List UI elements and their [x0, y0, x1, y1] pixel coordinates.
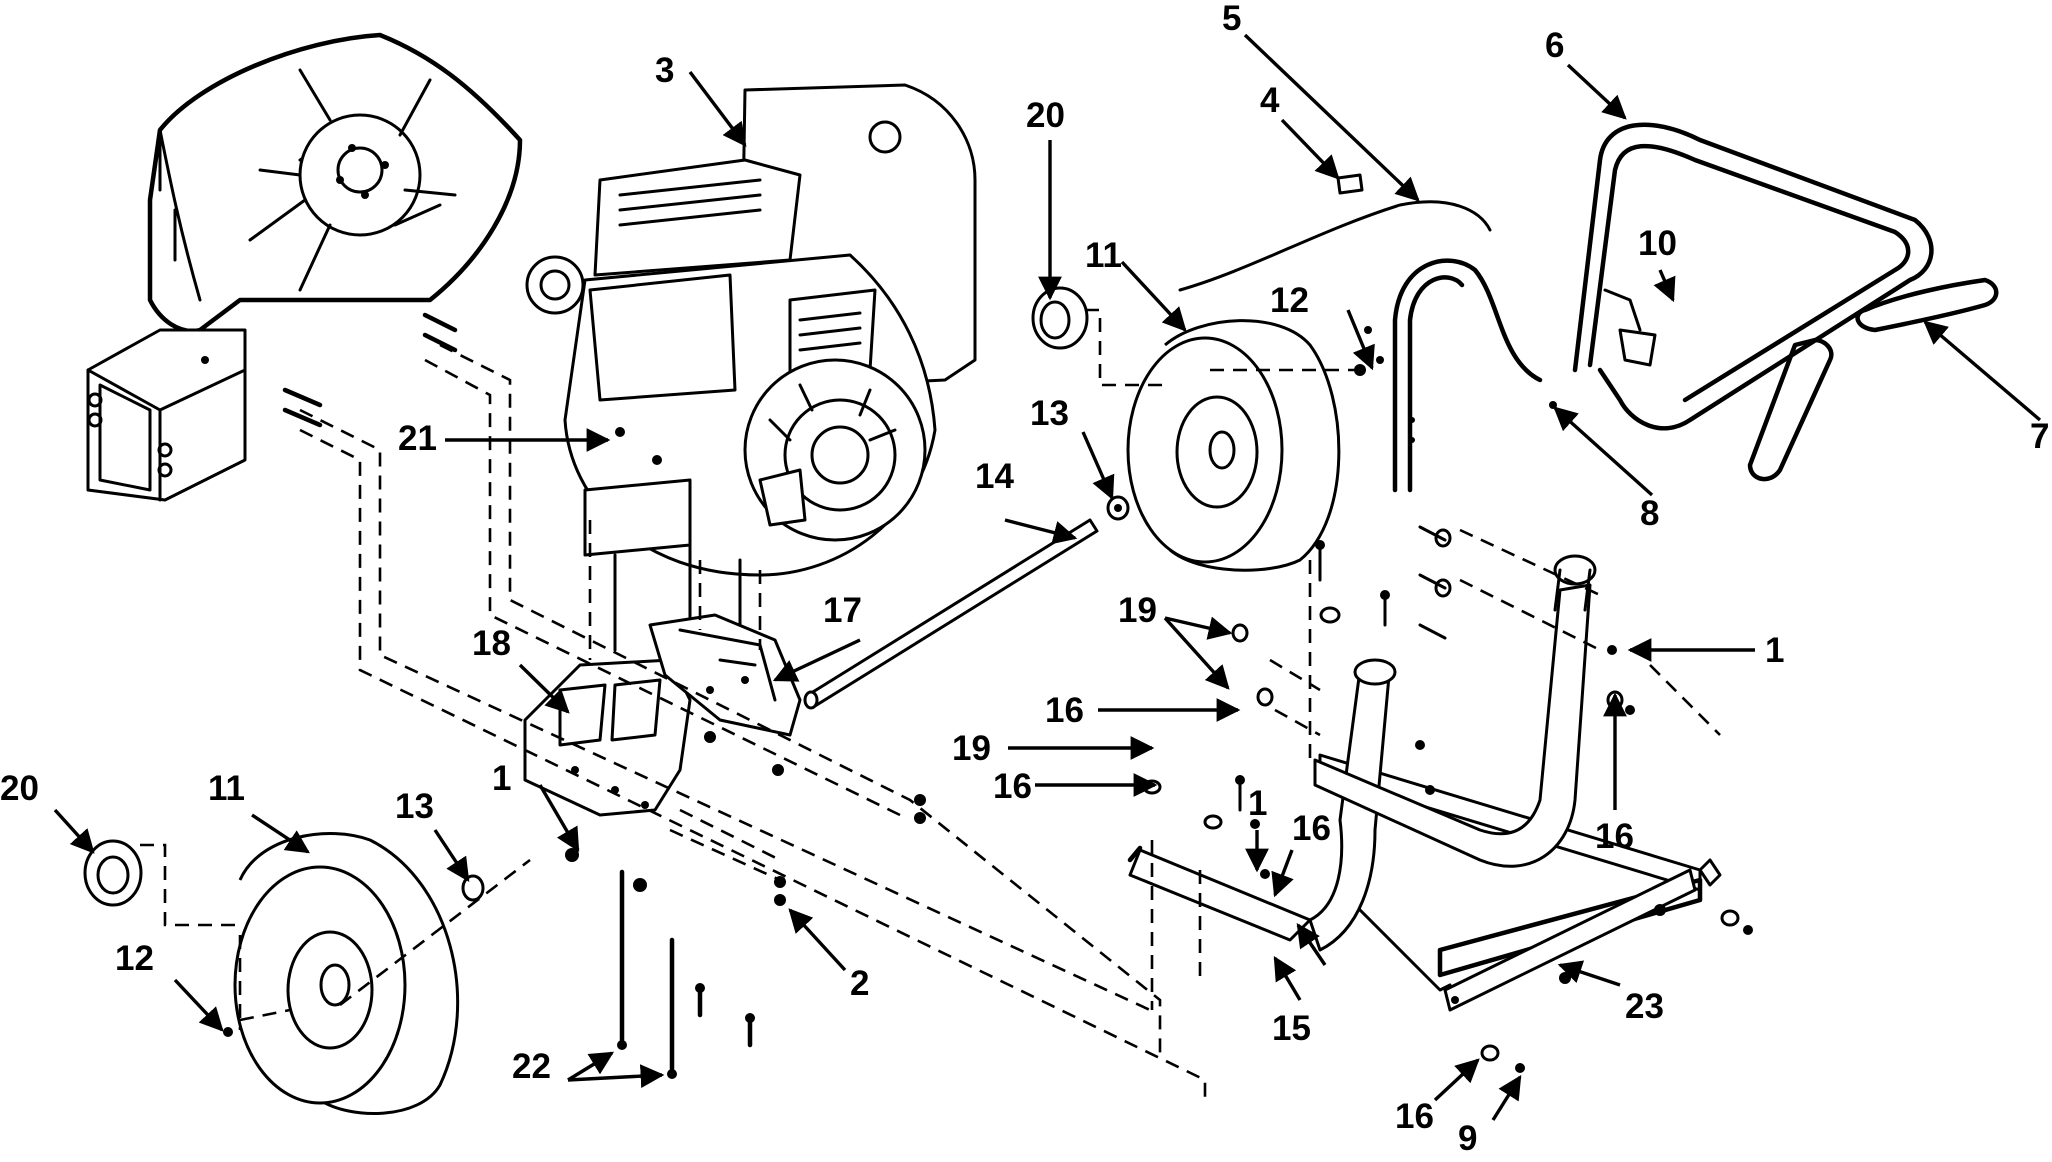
callout-8: 8	[1640, 494, 1659, 533]
left-hubcap	[83, 839, 143, 907]
callout-20-left: 20	[0, 769, 39, 808]
callout-23: 23	[1625, 987, 1664, 1026]
right-hubcap	[1031, 286, 1089, 350]
blower-housing	[86, 32, 523, 502]
axle	[803, 518, 1099, 710]
callout-12-left: 12	[115, 939, 154, 978]
frame-base	[1318, 753, 1722, 1012]
callout-11-right: 11	[1085, 236, 1122, 275]
callout-5: 5	[1222, 0, 1241, 38]
frame-u-bracket	[1127, 554, 1597, 952]
callout-1-frame: 1	[1248, 784, 1267, 823]
callout-19-b: 19	[952, 729, 991, 768]
engine	[525, 83, 977, 652]
part-4-cap	[1336, 173, 1364, 195]
callout-9: 9	[1458, 1119, 1477, 1158]
callout-18: 18	[472, 624, 511, 663]
upper-handle	[1178, 200, 1543, 493]
right-wheel	[1126, 319, 1341, 572]
callout-16-d: 16	[1595, 817, 1634, 856]
callout-16-a: 16	[1045, 691, 1084, 730]
callout-7: 7	[2030, 417, 2049, 456]
left-wheel	[233, 832, 460, 1115]
callout-17: 17	[823, 591, 862, 630]
callout-4: 4	[1260, 81, 1280, 120]
callout-11-left: 11	[208, 769, 245, 808]
callout-1-right: 1	[1765, 631, 1784, 670]
callout-22: 22	[512, 1047, 551, 1086]
callout-12-right: 12	[1270, 281, 1309, 320]
lower-handle	[1572, 122, 1934, 431]
callout-13-right: 13	[1030, 394, 1069, 433]
callout-14: 14	[975, 457, 1014, 496]
callout-13-left: 13	[395, 787, 434, 826]
hand-grips	[1747, 277, 1999, 482]
callout-1-left: 1	[492, 759, 511, 798]
callout-16-e: 16	[1395, 1097, 1434, 1136]
callout-3: 3	[655, 51, 674, 90]
callout-19-a: 19	[1118, 591, 1157, 630]
callout-15: 15	[1272, 1009, 1311, 1048]
callout-arrows	[53, 33, 2042, 1121]
callout-2: 2	[850, 964, 869, 1003]
callout-20-right: 20	[1026, 96, 1065, 135]
bracket-18	[523, 658, 692, 817]
callout-6: 6	[1545, 26, 1564, 65]
callout-16-c: 16	[1292, 809, 1331, 848]
callout-10: 10	[1638, 224, 1677, 263]
callout-16-b: 16	[993, 767, 1032, 806]
callout-21: 21	[398, 419, 437, 458]
